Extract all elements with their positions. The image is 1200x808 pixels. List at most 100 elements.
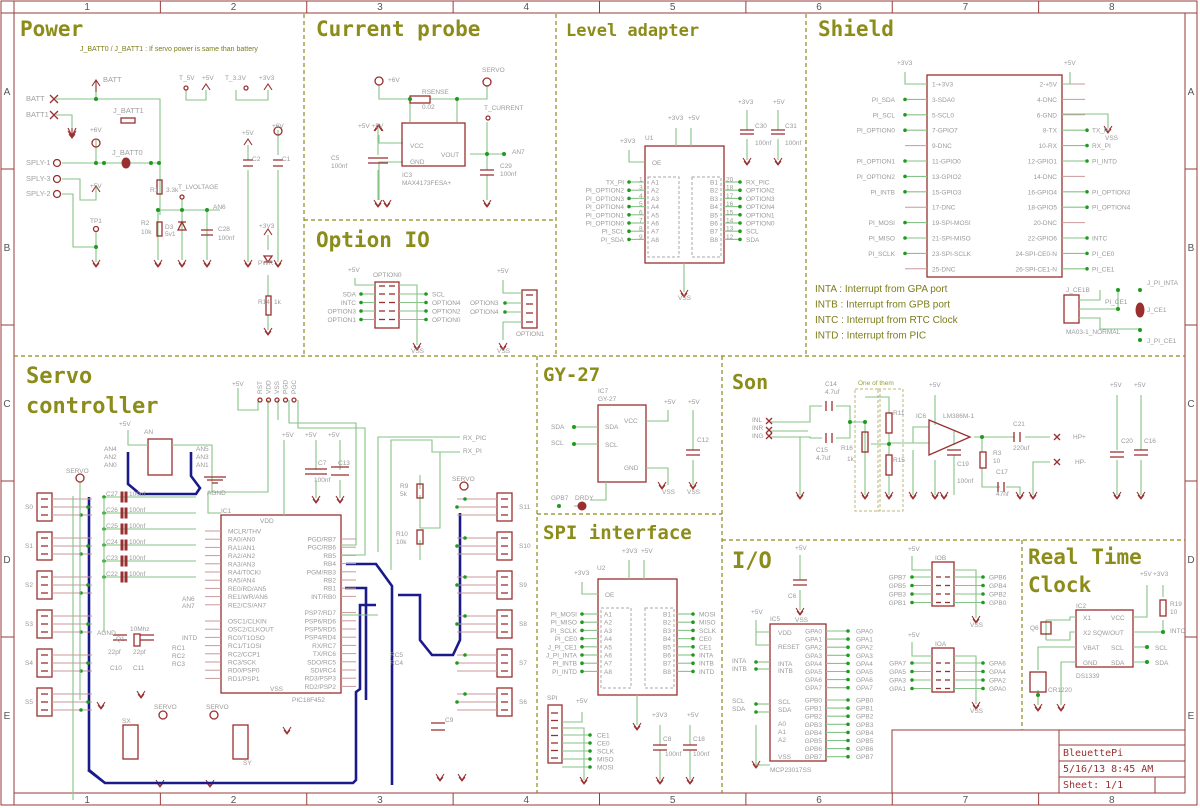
servo-label: S5 [25, 699, 33, 706]
servo-label: S11 [519, 504, 530, 511]
spi-header-net: SCLK [597, 749, 615, 756]
svg-text:J_PI_CE1: J_PI_CE1 [1147, 338, 1177, 345]
ground-vss-icon [311, 495, 321, 504]
ground-vss-icon [457, 773, 467, 782]
interrupt-note: INTD : Interrupt from PIC [815, 331, 926, 342]
svg-text:+5V: +5V [908, 546, 920, 553]
row-marker: D [3, 555, 10, 566]
option-net: INTC [341, 300, 356, 307]
junction [627, 204, 631, 209]
shield-net-left: PI_MOSI [869, 220, 896, 227]
svg-text:IC5: IC5 [770, 616, 781, 623]
io-net-gpb: GPB6 [856, 746, 874, 753]
svg-text:VBAT: VBAT [1083, 645, 1100, 652]
svg-text:VSS: VSS [497, 348, 511, 355]
io-pin-gpa: GPA0 [805, 629, 822, 636]
io-net-gpb: GPB3 [856, 722, 874, 729]
column-marker: 3 [377, 795, 383, 806]
svg-text:IOB: IOB [935, 555, 946, 562]
shield-pin-right: 10-RX [1039, 143, 1058, 150]
svg-text:R9: R9 [400, 483, 409, 490]
svg-text:VDD: VDD [778, 630, 792, 637]
shield-net-right: TX_PI [1092, 128, 1110, 135]
shield-pin-left: 19-SPI-MOSI [932, 220, 971, 227]
svg-text:+5V: +5V [576, 698, 588, 705]
svg-text:OE: OE [605, 592, 615, 599]
svg-text:+3V3: +3V3 [738, 99, 754, 106]
ground-vss-icon [657, 481, 667, 490]
svg-text:HP-: HP- [1075, 459, 1086, 466]
svg-text:100nf: 100nf [218, 235, 234, 242]
svg-text:+5V: +5V [687, 712, 699, 719]
ground-vss-icon [632, 722, 642, 731]
svg-text:C16: C16 [1144, 438, 1156, 445]
spi-net-left: PI_MOSI [551, 612, 578, 619]
svg-text:C9: C9 [445, 717, 454, 724]
svg-text:RX_PIC: RX_PIC [463, 435, 487, 442]
svg-text:SCL: SCL [732, 698, 745, 705]
svg-text:GND: GND [410, 159, 425, 166]
level-adapter-net-a: TX_PI [606, 180, 624, 187]
pin-number: 5 [639, 201, 643, 208]
svg-text:C14: C14 [825, 381, 837, 388]
row-marker: A [1188, 87, 1195, 98]
svg-text:One of them: One of them [858, 380, 894, 387]
level-adapter-net-b: SDA [746, 237, 760, 244]
svg-text:VSS: VSS [270, 686, 284, 693]
svg-text:SY: SY [243, 760, 252, 767]
svg-text:SPLY-2: SPLY-2 [26, 189, 51, 198]
svg-text:SPLY-1: SPLY-1 [26, 158, 51, 167]
section-title-option-io: Option IO [316, 228, 430, 252]
shield-pin-right: 24-SPI-CE0-N [1015, 251, 1057, 258]
svg-text:+5V: +5V [688, 399, 700, 406]
shield-pin-left: 15-GPIO3 [932, 189, 962, 196]
svg-text:1k: 1k [847, 456, 855, 463]
junction [627, 180, 631, 184]
ground-vss-icon [795, 491, 805, 500]
svg-text:AN7: AN7 [512, 149, 525, 156]
svg-text:T_CURRENT: T_CURRENT [484, 105, 523, 112]
io-header-net: GPA6 [989, 661, 1006, 668]
svg-text:SCL: SCL [1111, 645, 1124, 652]
ground-vss-icon [679, 289, 689, 298]
junction [627, 196, 631, 201]
power-note: J_BATT0 / J_BATT1 : If servo power is sa… [80, 46, 258, 53]
svg-text:AGND: AGND [97, 630, 116, 637]
pin-number: 1 [639, 177, 643, 184]
ground-vss-icon [1015, 491, 1025, 500]
svg-text:OE: OE [652, 160, 662, 167]
svg-text:+5V: +5V [773, 99, 785, 106]
pic-pin-right: PSP6/RD6 [305, 618, 337, 625]
svg-text:C11: C11 [133, 665, 145, 672]
pin-number: 9 [639, 234, 643, 241]
row-marker: D [1187, 555, 1194, 566]
io-header-net: GPA0 [989, 686, 1006, 693]
svg-text:VCC: VCC [410, 143, 424, 150]
shield-pin-right: 26-SPI-CE1-N [1015, 266, 1057, 273]
junction [903, 159, 907, 163]
ground-vss-icon [136, 690, 146, 699]
column-marker: 5 [670, 2, 676, 13]
junction [1085, 190, 1089, 194]
column-marker: 1 [84, 2, 90, 13]
svg-text:MAX4173FESA+: MAX4173FESA+ [402, 180, 452, 187]
junction [738, 196, 742, 201]
cap-value: 100nf [129, 507, 145, 514]
power-circuit: BATT BATT1 BATT SPLY-1 SPLY-3 SPLY-2 J_B… [26, 75, 1146, 788]
svg-text:+6V: +6V [272, 123, 284, 130]
level-adapter-pin-a: A2 [651, 188, 659, 195]
pic-pin-right: INT/RB0 [311, 594, 336, 601]
svg-text:C30: C30 [755, 123, 767, 130]
ground-vss-icon [795, 607, 805, 616]
svg-text:C15: C15 [816, 447, 828, 454]
svg-text:10k: 10k [141, 229, 152, 236]
pic-pin-left: RA2/AN2 [228, 553, 255, 560]
svg-text:+5V: +5V [664, 399, 676, 406]
servo-label: S1 [25, 543, 33, 550]
pic-pin-left: OSC1/CLKIN [228, 619, 267, 626]
svg-text:U1: U1 [645, 135, 654, 142]
svg-text:C5: C5 [331, 155, 340, 162]
